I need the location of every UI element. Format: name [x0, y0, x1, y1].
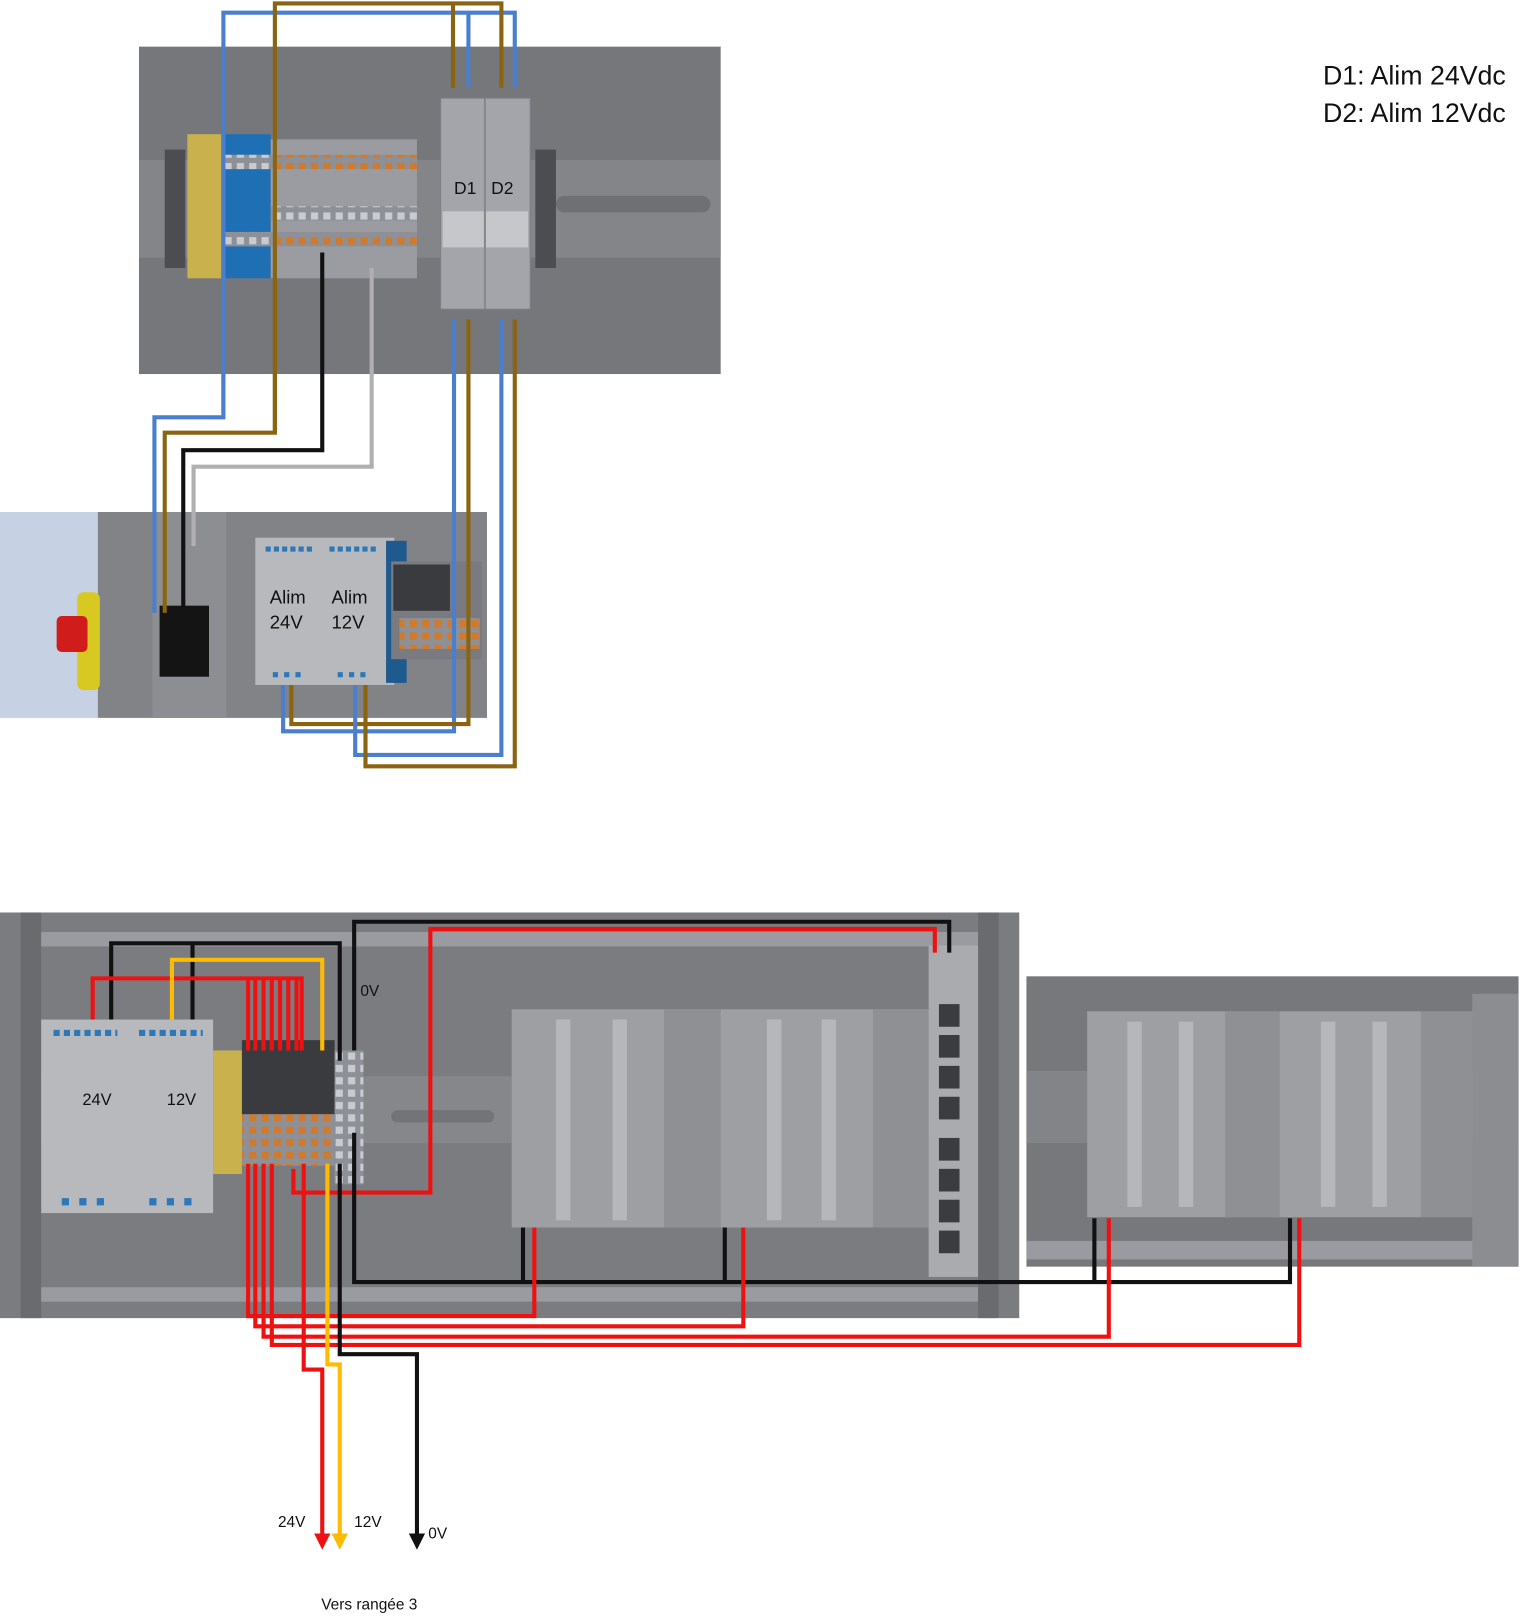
breaker-d2-label: D2	[491, 178, 513, 198]
output-12v-label: 12V	[354, 1514, 382, 1531]
io-module-3	[1087, 1011, 1280, 1218]
wires-bottom	[90, 919, 1302, 1550]
io-module-2	[720, 1009, 929, 1228]
io-module-4	[1279, 1011, 1473, 1218]
output-24v-label: 24V	[278, 1514, 306, 1531]
output-12v-wire	[325, 1163, 348, 1550]
io-module-1	[511, 1009, 721, 1228]
output-caption: Vers rangée 3	[321, 1596, 417, 1613]
zero-v-label: 0V	[360, 983, 380, 1000]
middle-panel: Alim 24V Alim 12V	[0, 511, 487, 718]
terminal-and-fuse-block	[213, 1040, 364, 1185]
network-switch	[928, 945, 979, 1277]
legend-d1: D1: Alim 24Vdc	[1323, 61, 1506, 91]
psu-24v-label: 24V	[82, 1091, 111, 1109]
output-0v-label: 0V	[428, 1525, 448, 1542]
terminal-block	[187, 134, 417, 279]
psu2-label-line1: Alim	[332, 587, 368, 608]
wires-top	[152, 1, 517, 769]
psu1-label-line2: 24V	[270, 611, 304, 632]
legend-d2: D2: Alim 12Vdc	[1323, 98, 1506, 128]
top-panel: D1 D2	[138, 46, 721, 375]
output-24v-wire	[301, 1163, 331, 1550]
breaker-d1-label: D1	[454, 178, 476, 198]
psu-12v-label: 12V	[167, 1091, 196, 1109]
power-supply-module: 24V 12V	[41, 1019, 214, 1214]
psu1-label-line1: Alim	[270, 587, 306, 608]
breakers-d1-d2: D1 D2	[440, 97, 531, 310]
psu2-label-line2: 12V	[332, 611, 366, 632]
main-switch-knob	[56, 592, 100, 691]
black-box	[159, 605, 209, 677]
output-0v-wire	[337, 1163, 426, 1550]
bottom-panel: 24V 12V	[0, 912, 1519, 1319]
power-supply-module: Alim 24V Alim 12V	[255, 537, 407, 685]
